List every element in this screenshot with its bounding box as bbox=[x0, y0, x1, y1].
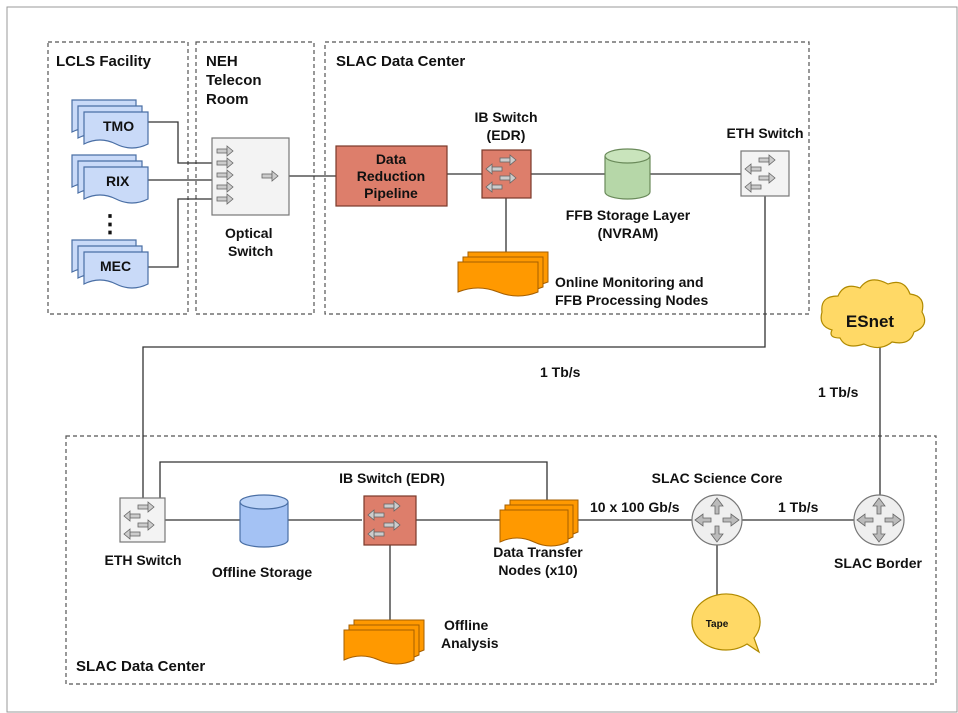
border-router-arrows bbox=[856, 497, 902, 543]
eth-switch-bottom: ETH Switch bbox=[104, 497, 182, 568]
instrument-rix: RIX bbox=[71, 154, 149, 204]
eth-switch-top-label: ETH Switch bbox=[726, 125, 803, 141]
offline-analysis-label-line1: Offline bbox=[444, 617, 489, 633]
region-neh-title-line1: NEH bbox=[206, 53, 238, 70]
drp-label-line2: Reduction bbox=[357, 168, 425, 184]
tape-storage: Tape bbox=[691, 593, 761, 654]
optical-switch-label-line1: Optical bbox=[225, 225, 272, 241]
region-lcls-facility: LCLS Facility bbox=[47, 41, 189, 315]
instrument-tmo: TMO bbox=[71, 99, 149, 149]
region-slac-dc-bottom-title: SLAC Data Center bbox=[76, 658, 205, 675]
optical-switch-label-line2: Switch bbox=[228, 243, 273, 259]
offline-storage: Offline Storage bbox=[212, 494, 313, 580]
region-neh-telecon: NEH Telecon Room bbox=[195, 41, 315, 315]
link-core-border-label: 1 Tb/s bbox=[778, 499, 819, 515]
slac-science-core-router: SLAC Science Core bbox=[652, 470, 783, 546]
ib-switch-top-label-line2: (EDR) bbox=[487, 127, 526, 143]
science-core-label: SLAC Science Core bbox=[652, 470, 783, 486]
online-nodes-label-line2: FFB Processing Nodes bbox=[555, 292, 708, 308]
connections bbox=[142, 121, 881, 620]
online-nodes-label-line1: Online Monitoring and bbox=[555, 274, 704, 290]
region-lcls-facility-title: LCLS Facility bbox=[56, 53, 152, 70]
dtn-label-line2: Nodes (x10) bbox=[498, 562, 577, 578]
ffb-storage-label-line1: FFB Storage Layer bbox=[566, 207, 691, 223]
ffb-storage-layer: FFB Storage Layer (NVRAM) bbox=[566, 148, 691, 241]
drp-label-line3: Pipeline bbox=[364, 185, 418, 201]
link-wan-label: 1 Tb/s bbox=[540, 364, 581, 380]
ib-switch-bottom: IB Switch (EDR) bbox=[339, 470, 445, 546]
instrument-mec-label: MEC bbox=[100, 258, 131, 274]
region-neh-title-line3: Room bbox=[206, 91, 249, 108]
offline-analysis-label-line2: Analysis bbox=[441, 635, 499, 651]
region-neh-title-line2: Telecon bbox=[206, 72, 262, 89]
slac-border-label: SLAC Border bbox=[834, 555, 922, 571]
link-esnet-label: 1 Tb/s bbox=[818, 384, 859, 400]
instrument-ellipsis: ⋮ bbox=[98, 211, 122, 238]
data-reduction-pipeline: Data Reduction Pipeline bbox=[335, 145, 448, 207]
eth-switch-top: ETH Switch bbox=[726, 125, 804, 197]
region-slac-dc-top-title: SLAC Data Center bbox=[336, 53, 465, 70]
ib-switch-bottom-label: IB Switch (EDR) bbox=[339, 470, 445, 486]
optical-switch: Optical Switch bbox=[211, 137, 290, 259]
drp-label-line1: Data bbox=[376, 151, 407, 167]
esnet-label: ESnet bbox=[846, 312, 895, 331]
region-slac-dc-bottom: SLAC Data Center bbox=[65, 435, 937, 685]
link-dtn-core-label: 10 x 100 Gb/s bbox=[590, 499, 680, 515]
data-transfer-nodes: Data Transfer Nodes (x10) bbox=[493, 499, 583, 578]
instrument-mec: MEC bbox=[71, 239, 149, 289]
online-monitoring-nodes: Online Monitoring and FFB Processing Nod… bbox=[457, 251, 708, 308]
dtn-label-line1: Data Transfer bbox=[493, 544, 583, 560]
science-core-arrows bbox=[694, 497, 740, 543]
ffb-storage-label-line2: (NVRAM) bbox=[598, 225, 659, 241]
offline-storage-label: Offline Storage bbox=[212, 564, 313, 580]
esnet-cloud: ESnet bbox=[820, 279, 926, 349]
instrument-tmo-label: TMO bbox=[103, 118, 134, 134]
slac-border-router: SLAC Border bbox=[834, 494, 922, 571]
ib-switch-top-label-line1: IB Switch bbox=[474, 109, 537, 125]
offline-analysis-nodes: Offline Analysis bbox=[343, 617, 499, 665]
instrument-rix-label: RIX bbox=[106, 173, 130, 189]
tape-label: Tape bbox=[706, 619, 729, 630]
eth-switch-bottom-label: ETH Switch bbox=[104, 552, 181, 568]
ib-switch-top: IB Switch (EDR) bbox=[474, 109, 538, 199]
region-slac-dc-top: SLAC Data Center bbox=[324, 41, 810, 315]
